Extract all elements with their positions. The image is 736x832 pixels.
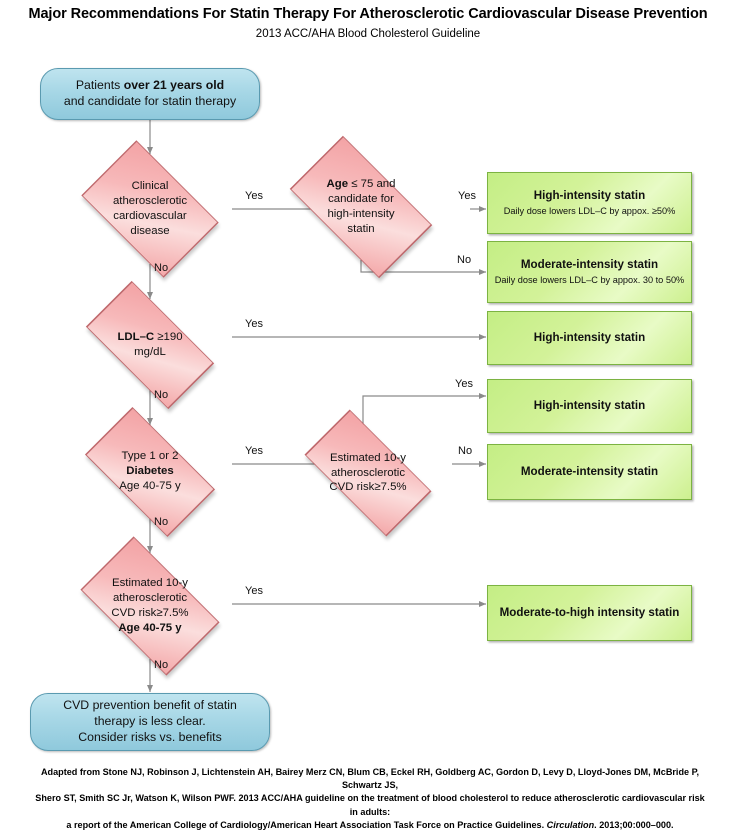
d4-l2-bold: Diabetes [126, 465, 174, 478]
end-l1: CVD prevention benefit of statin [63, 698, 237, 713]
node-end-cvd-prevention[interactable]: CVD prevention benefit of statin therapy… [30, 693, 270, 751]
edge-label-d3-yes: Yes [245, 318, 263, 330]
edge-label-d2-no: No [457, 254, 472, 266]
edge-label-d6-no: No [154, 659, 169, 671]
d5-l1: Estimated 10-y [330, 451, 406, 464]
node-decision-diabetes[interactable]: Type 1 or 2 Diabetes Age 40-75 y [68, 406, 232, 537]
node-result-moderate-intensity-statin-1[interactable]: Moderate-intensity statin Daily dose low… [487, 241, 692, 303]
node-decision-age-75-candidate-text: Age ≤ 75 and candidate for high-intensit… [272, 177, 450, 236]
page-title: Major Recommendations For Statin Therapy… [28, 6, 708, 22]
d1-l1: Clinical [131, 180, 169, 193]
node-decision-ldl-190-text: LDL–C ≥190 mg/dL [68, 330, 232, 360]
node-decision-10y-risk-75-text: Estimated 10-y atherosclerotic CVD risk≥… [285, 451, 451, 495]
d4-l3: Age 40-75 y [119, 479, 181, 492]
start-line2: and candidate for statin therapy [63, 94, 237, 108]
d5-l2: atherosclerotic [330, 466, 406, 479]
d2-l1-rest: ≤ 75 and [348, 178, 396, 191]
d2-l2: candidate for [328, 193, 394, 206]
d3-l1-bold: LDL–C [117, 330, 155, 343]
footer-journal-name: Circulation [546, 819, 595, 830]
start-line1-bold: over 21 years old [123, 78, 225, 93]
edge-label-d1-no: No [154, 262, 169, 274]
end-l3: Consider risks vs. benefits [78, 729, 222, 744]
edge-label-d3-no: No [154, 389, 169, 401]
node-decision-ldl-190[interactable]: LDL–C ≥190 mg/dL [68, 280, 232, 409]
node-decision-clinical-ascvd[interactable]: Clinical atherosclerotic cardiovascular … [68, 140, 232, 278]
node-result-high-intensity-statin-1[interactable]: High-intensity statin Daily dose lowers … [487, 172, 692, 234]
d2-l4: statin [347, 222, 375, 235]
result-title: High-intensity statin [533, 398, 646, 412]
result-subtitle: Daily dose lowers LDL–C by appox. ≥50% [503, 205, 676, 216]
result-title: High-intensity statin [533, 330, 646, 344]
footer-line2: Shero ST, Smith SC Jr, Watson K, Wilson … [35, 793, 705, 817]
node-decision-clinical-ascvd-text: Clinical atherosclerotic cardiovascular … [68, 179, 232, 238]
edge-label-d5-yes: Yes [455, 378, 473, 390]
d1-l4: disease [130, 224, 170, 237]
node-result-high-intensity-statin-3[interactable]: High-intensity statin [487, 379, 692, 433]
node-result-moderate-intensity-statin-2[interactable]: Moderate-intensity statin [487, 444, 692, 500]
d5-l3: CVD risk≥7.5% [329, 481, 407, 494]
node-decision-diabetes-text: Type 1 or 2 Diabetes Age 40-75 y [68, 449, 232, 493]
node-result-moderate-to-high-intensity-statin[interactable]: Moderate-to-high intensity statin [487, 585, 692, 641]
footer-citation: Adapted from Stone NJ, Robinson J, Licht… [30, 766, 710, 832]
node-result-high-intensity-statin-2[interactable]: High-intensity statin [487, 311, 692, 365]
d6-l3: CVD risk≥7.5% [111, 607, 189, 619]
page-subtitle: 2013 ACC/AHA Blood Cholesterol Guideline [255, 28, 481, 40]
edge-label-d5-no: No [458, 445, 473, 457]
node-start-text: Patients over 21 years old and candidate… [64, 78, 236, 109]
result-title: Moderate-to-high intensity statin [499, 605, 680, 619]
node-end-text: CVD prevention benefit of statin therapy… [63, 698, 237, 745]
edge-label-d1-yes: Yes [245, 190, 263, 202]
d1-l2: atherosclerotic [112, 195, 188, 208]
node-start-patients[interactable]: Patients over 21 years old and candidate… [40, 68, 260, 120]
node-decision-10y-risk-age-40-75-text: Estimated 10-y atherosclerotic CVD risk≥… [68, 576, 232, 635]
end-l2: therapy is less clear. [94, 714, 206, 729]
d6-l2: atherosclerotic [112, 592, 188, 605]
result-title: Moderate-intensity statin [520, 257, 659, 271]
edge-label-d2-yes: Yes [458, 190, 476, 202]
node-decision-10y-risk-75[interactable]: Estimated 10-y atherosclerotic CVD risk≥… [285, 409, 451, 537]
result-subtitle: Daily dose lowers LDL–C by appox. 30 to … [494, 274, 685, 285]
d6-l4-bold: Age 40-75 y [118, 621, 182, 634]
d2-l3: high-intensity [327, 208, 395, 220]
edge-label-d4-yes: Yes [245, 445, 263, 457]
result-title: Moderate-intensity statin [520, 464, 659, 478]
d6-l1: Estimated 10-y [112, 577, 188, 590]
node-decision-10y-risk-age-40-75[interactable]: Estimated 10-y atherosclerotic CVD risk≥… [68, 536, 232, 676]
result-title: High-intensity statin [533, 188, 646, 202]
d2-l1-bold: Age [326, 178, 349, 191]
footer-line3-post: . 2013;00:000–000. [594, 819, 674, 830]
footer-line1: Adapted from Stone NJ, Robinson J, Licht… [40, 767, 700, 791]
edge-label-d6-yes: Yes [245, 585, 263, 597]
footer-line3-pre: a report of the American College of Card… [66, 819, 547, 830]
d3-l2: mg/dL [134, 345, 166, 358]
edge-label-d4-no: No [154, 516, 169, 528]
start-line1-pre: Patients [75, 78, 124, 93]
d4-l1: Type 1 or 2 [121, 450, 179, 463]
d1-l3: cardiovascular [113, 210, 187, 222]
node-decision-age-75-candidate[interactable]: Age ≤ 75 and candidate for high-intensit… [272, 135, 450, 279]
d3-l1-rest: ≥190 [154, 330, 183, 343]
